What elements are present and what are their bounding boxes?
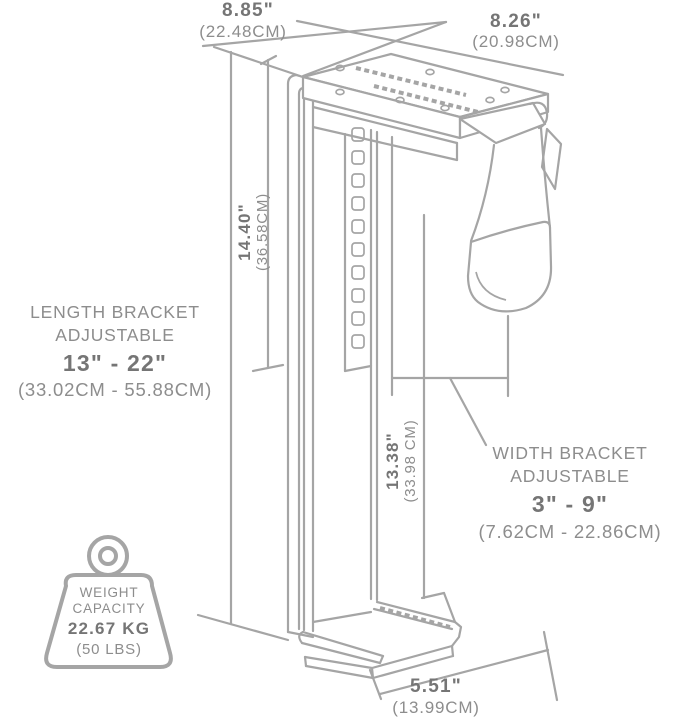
plate-slot	[355, 66, 467, 97]
left-column	[286, 73, 315, 639]
foot-dimension-lines	[368, 630, 559, 702]
dim-upper-height-cm: (36.58CM)	[254, 193, 271, 271]
weight-label-1: WEIGHT	[80, 585, 139, 600]
dim-top-width-inches: 8.85"	[222, 0, 274, 21]
foot-tray	[196, 591, 463, 680]
dim-lower-height-inches: 13.38"	[383, 432, 402, 490]
length-bracket-range-cm: (33.02CM - 55.88CM)	[18, 379, 212, 400]
dim-top-depth-inches: 8.26"	[490, 11, 542, 32]
top-plate	[301, 52, 550, 162]
hanging-strap	[469, 126, 552, 243]
width-dimension-lines	[390, 314, 510, 447]
strap-paddle	[466, 220, 553, 313]
length-bracket-title-2: ADJUSTABLE	[55, 325, 175, 345]
screw-holes	[335, 64, 510, 112]
adjustment-holes	[351, 127, 365, 349]
weight-value-kg: 22.67 KG	[68, 619, 150, 638]
upper-height-dimension-line	[251, 54, 285, 373]
leader-line	[448, 376, 488, 447]
weight-body	[44, 573, 173, 669]
plate-slot	[373, 84, 479, 114]
right-bracket	[458, 101, 563, 191]
width-bracket-label: WIDTH BRACKET ADJUSTABLE 3" - 9" (7.62CM…	[478, 443, 661, 542]
width-bracket-range-cm: (7.62CM - 22.86CM)	[478, 521, 661, 542]
foot-lip	[300, 641, 382, 665]
dim-foot-depth-inches: 5.51"	[410, 676, 462, 697]
weight-label-2: CAPACITY	[73, 601, 146, 616]
dim-foot-depth-cm: (13.99CM)	[392, 698, 480, 717]
under-plate-crossbar	[311, 105, 459, 162]
dim-upper-height: 14.40" (36.58CM)	[235, 193, 271, 271]
width-bracket-title-2: ADJUSTABLE	[510, 466, 630, 486]
width-bracket-range-inches: 3" - 9"	[532, 491, 608, 517]
width-bracket-title-1: WIDTH BRACKET	[492, 443, 647, 463]
length-bracket-title-1: LENGTH BRACKET	[30, 302, 200, 322]
dim-top-width-cm: (22.48CM)	[199, 22, 287, 41]
hook-tab	[528, 101, 549, 130]
top-dimension-lines	[201, 19, 565, 79]
dim-lower-height-cm: (33.98 CM)	[402, 419, 419, 502]
length-bracket-label: LENGTH BRACKET ADJUSTABLE 13" - 22" (33.…	[18, 302, 212, 400]
weight-value-lbs: (50 LBS)	[76, 641, 142, 658]
dim-lower-height: 13.38" (33.98 CM)	[383, 419, 419, 502]
foot-lip	[301, 630, 385, 658]
weight-capacity-icon: WEIGHT CAPACITY 22.67 KG (50 LBS)	[44, 535, 173, 669]
dim-upper-height-inches: 14.40"	[235, 203, 254, 261]
dim-top-depth-cm: (20.98CM)	[472, 32, 560, 51]
length-bracket-range-inches: 13" - 22"	[63, 350, 167, 376]
hole-rail	[343, 127, 394, 602]
